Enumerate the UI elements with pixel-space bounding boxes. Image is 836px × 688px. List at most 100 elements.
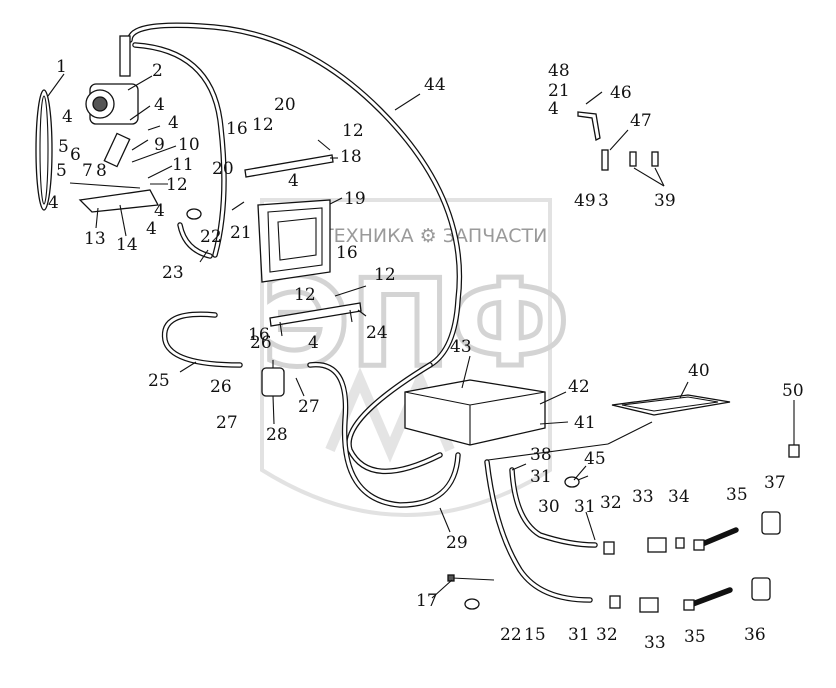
callout-4: 4: [48, 193, 59, 213]
callout-16: 16: [336, 243, 358, 263]
hose-30: [509, 467, 598, 548]
callout-37: 37: [764, 473, 786, 493]
callout-27: 27: [298, 397, 320, 417]
callout-4: 4: [548, 99, 559, 119]
callout-10: 10: [178, 135, 200, 155]
fitting-33b: [639, 597, 659, 613]
callout-8: 8: [96, 161, 107, 181]
callout-9: 9: [154, 135, 165, 155]
callout-40: 40: [688, 361, 710, 381]
callout-31: 31: [574, 497, 596, 517]
callout-4: 4: [308, 333, 319, 353]
callout-14: 14: [116, 235, 138, 255]
callout-11: 11: [172, 155, 194, 175]
callout-41: 41: [574, 413, 596, 433]
bolt-17: [447, 574, 495, 582]
bracket-46: [577, 111, 601, 141]
callout-12: 12: [342, 121, 364, 141]
callout-4: 4: [154, 201, 165, 221]
callout-31: 31: [568, 625, 590, 645]
bracket-18: [244, 154, 334, 178]
callout-24: 24: [366, 323, 388, 343]
compressor: [35, 35, 160, 213]
callout-44: 44: [424, 75, 446, 95]
callout-16: 16: [248, 325, 270, 345]
callout-36: 36: [744, 625, 766, 645]
fitting-34: [675, 537, 685, 549]
leader-lines: [47, 73, 795, 599]
callout-39: 39: [654, 191, 676, 211]
callout-13: 13: [84, 229, 106, 249]
callout-49: 49: [574, 191, 596, 211]
callout-6: 6: [70, 145, 81, 165]
callout-34: 34: [668, 487, 690, 507]
callout-3: 3: [598, 191, 609, 211]
callout-35: 35: [726, 485, 748, 505]
callout-21: 21: [548, 81, 570, 101]
callout-47: 47: [630, 111, 652, 131]
callout-19: 19: [344, 189, 366, 209]
callout-26: 26: [250, 333, 272, 353]
clips-39: [629, 151, 659, 167]
hose-15: [484, 459, 593, 603]
callout-12: 12: [252, 115, 274, 135]
fitting-32a: [603, 541, 615, 555]
condenser-box-43: [404, 379, 546, 446]
callout-16: 16: [226, 119, 248, 139]
callout-33: 33: [632, 487, 654, 507]
callout-45: 45: [584, 449, 606, 469]
clamp-22: [186, 208, 480, 610]
callout-4: 4: [62, 107, 73, 127]
callout-33: 33: [644, 633, 666, 653]
callout-48: 48: [548, 61, 570, 81]
callout-22: 22: [200, 227, 222, 247]
callout-15: 15: [524, 625, 546, 645]
callout-20: 20: [212, 159, 234, 179]
callout-18: 18: [340, 147, 362, 167]
hose-29: [307, 361, 461, 508]
callout-20: 20: [274, 95, 296, 115]
callout-27: 27: [216, 413, 238, 433]
callout-4: 4: [154, 95, 165, 115]
hose-44: [127, 22, 463, 368]
callout-26: 26: [210, 377, 232, 397]
callout-32: 32: [596, 625, 618, 645]
part-3: [601, 149, 609, 171]
callout-4: 4: [288, 171, 299, 191]
callout-29: 29: [446, 533, 468, 553]
callout-43: 43: [450, 337, 472, 357]
fitting-50: [788, 420, 800, 458]
callout-5: 5: [56, 161, 67, 181]
fitting-33a: [647, 537, 667, 553]
callout-5: 5: [58, 137, 69, 157]
hose-25: [161, 311, 243, 368]
callout-4: 4: [146, 219, 157, 239]
callout-32: 32: [600, 493, 622, 513]
bracket-24: [269, 302, 362, 337]
callout-22: 22: [500, 625, 522, 645]
fitting-36: [751, 577, 771, 601]
callout-labels: 1 2 4 4 4 5 5 6 7 8 9 10 11 12 4 4 13 14…: [48, 57, 804, 653]
hose-upper-loop: [132, 42, 227, 258]
callout-25: 25: [148, 371, 170, 391]
fitting-37: [761, 511, 781, 535]
clamp-45: [564, 475, 589, 488]
callout-17: 17: [416, 591, 438, 611]
callout-42: 42: [568, 377, 590, 397]
hose-23: [177, 222, 213, 259]
callout-4: 4: [168, 113, 179, 133]
frame-40: [611, 394, 731, 416]
callout-12: 12: [166, 175, 188, 195]
fitting-35a: [693, 527, 739, 551]
callout-12: 12: [374, 265, 396, 285]
callout-31: 31: [530, 467, 552, 487]
callout-50: 50: [782, 381, 804, 401]
callout-46: 46: [610, 83, 632, 103]
fitting-35b: [683, 587, 733, 611]
callout-23: 23: [162, 263, 184, 283]
watermark-text: ТЕХНИКА ⚙ ЗАПЧАСТИ: [321, 225, 547, 247]
callout-12: 12: [294, 285, 316, 305]
callout-7: 7: [82, 161, 93, 181]
callout-28: 28: [266, 425, 288, 445]
